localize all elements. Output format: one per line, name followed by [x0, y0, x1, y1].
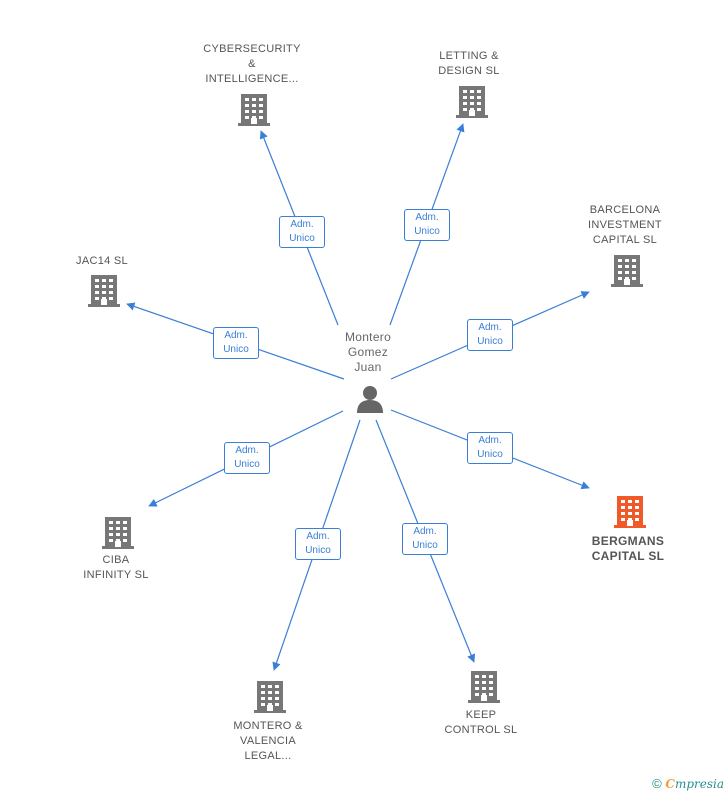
- building-icon[interactable]: [610, 254, 644, 293]
- company-label-keep[interactable]: KEEP CONTROL SL: [444, 709, 518, 736]
- copyright-icon: ©: [652, 776, 662, 791]
- company-label-cybersecurity[interactable]: CYBERSECURITY & INTELLIGENCE...: [203, 43, 301, 85]
- brand-logo: Cmpresia: [665, 777, 724, 791]
- relation-tag-jac14[interactable]: Adm. Unico: [213, 327, 259, 359]
- company-label-jac14[interactable]: JAC14 SL: [76, 255, 128, 267]
- footer-brand: © Cmpresia: [652, 776, 724, 791]
- company-label-ciba[interactable]: CIBA INFINITY SL: [83, 554, 149, 581]
- relation-tag-keep[interactable]: Adm. Unico: [402, 523, 448, 555]
- company-label-montero[interactable]: MONTERO & VALENCIA LEGAL...: [233, 720, 303, 762]
- building-icon[interactable]: [613, 495, 647, 534]
- building-icon[interactable]: [237, 93, 271, 132]
- building-icon[interactable]: [455, 85, 489, 124]
- relation-tag-barcelona[interactable]: Adm. Unico: [467, 319, 513, 351]
- company-label-letting[interactable]: LETTING & DESIGN SL: [438, 50, 500, 77]
- company-label-bergmans[interactable]: BERGMANS CAPITAL SL: [591, 534, 665, 563]
- building-icon[interactable]: [467, 670, 501, 709]
- person-label[interactable]: Montero Gomez Juan: [344, 330, 392, 374]
- relation-tag-ciba[interactable]: Adm. Unico: [224, 442, 270, 474]
- company-label-barcelona[interactable]: BARCELONA INVESTMENT CAPITAL SL: [588, 204, 662, 246]
- person-icon[interactable]: [355, 384, 385, 419]
- relation-tag-letting[interactable]: Adm. Unico: [404, 209, 450, 241]
- building-icon[interactable]: [87, 274, 121, 313]
- relation-tag-bergmans[interactable]: Adm. Unico: [467, 432, 513, 464]
- building-icon[interactable]: [253, 680, 287, 719]
- relation-tag-cybersecurity[interactable]: Adm. Unico: [279, 216, 325, 248]
- building-icon[interactable]: [101, 516, 135, 555]
- relation-tag-montero[interactable]: Adm. Unico: [295, 528, 341, 560]
